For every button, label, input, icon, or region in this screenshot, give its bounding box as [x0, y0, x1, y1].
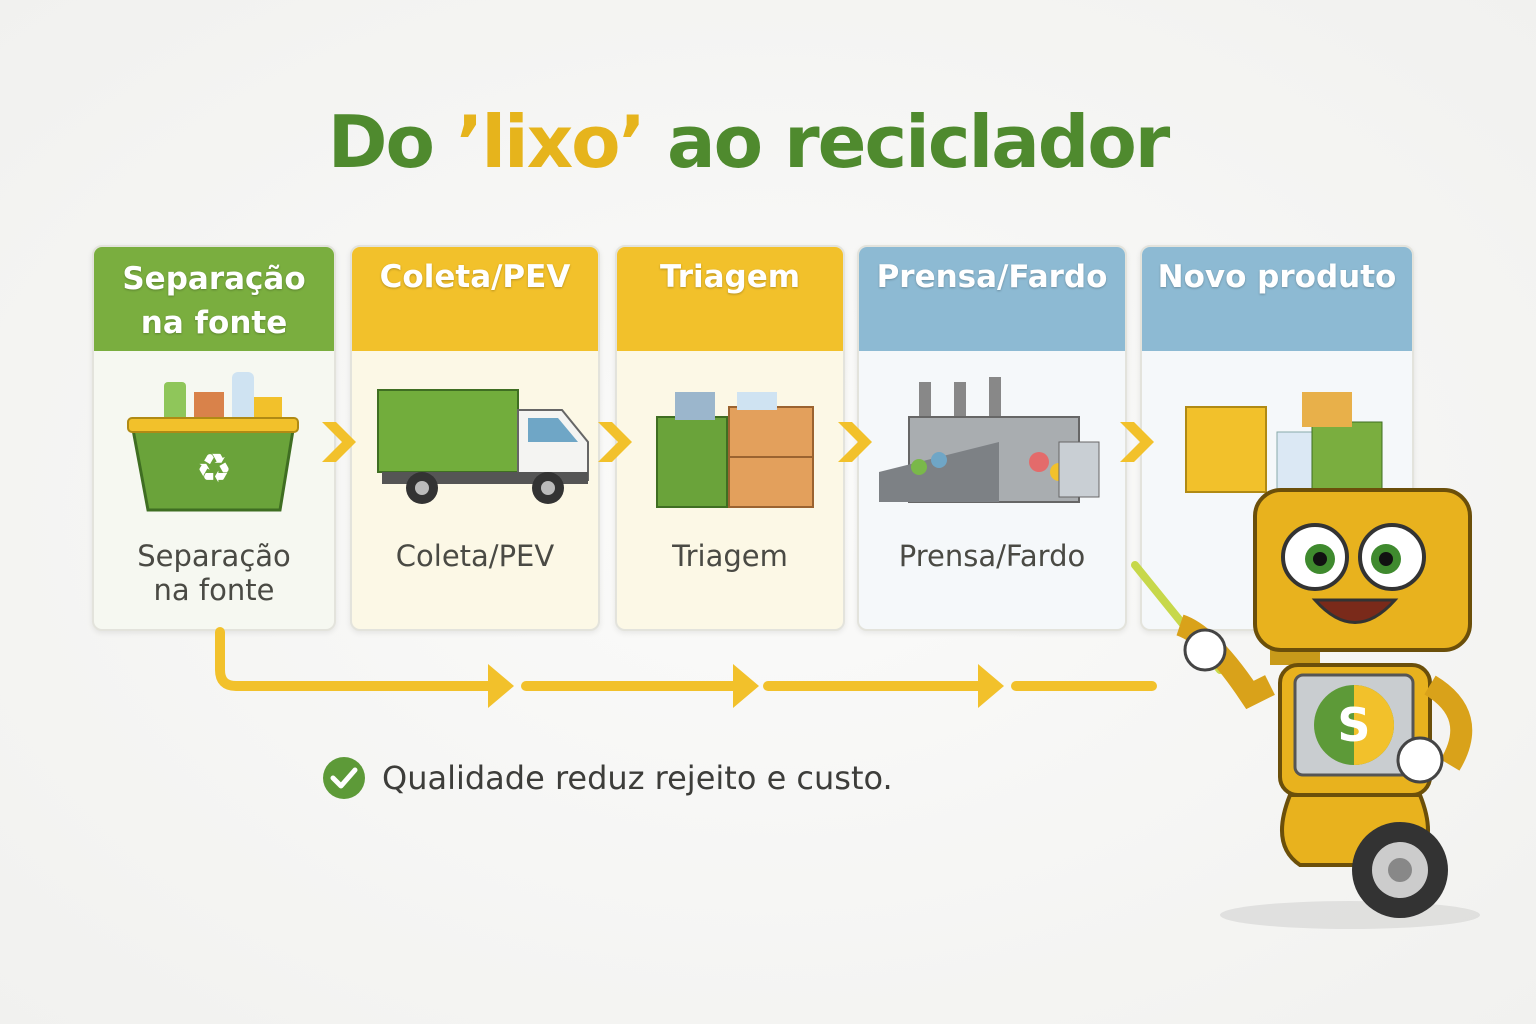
step-label: Prensa/Fardo	[898, 539, 1086, 573]
sorting-icon	[656, 392, 814, 508]
step-card-coleta: Coleta/PEV Coleta/PEV	[350, 245, 600, 631]
chevron-right-icon	[322, 422, 356, 462]
chevron-right-icon	[1120, 422, 1154, 462]
step-card-separacao: Separação na fonte ♻ Separação na fonte	[92, 245, 336, 631]
step-label: Separação na fonte	[137, 539, 291, 607]
svg-text:♻: ♻	[196, 446, 232, 492]
title-highlight: ’lixo’	[455, 100, 646, 184]
factory-icon	[879, 377, 1100, 503]
step-card-prensa: Prensa/Fardo Prensa/Fardo	[857, 245, 1127, 631]
recycling-bin-icon: ♻	[127, 372, 299, 512]
step-card-triagem: Triagem Triagem	[615, 245, 845, 631]
products-icon	[1185, 392, 1383, 493]
check-circle-icon	[323, 757, 365, 799]
step-header: Coleta/PEV	[352, 247, 598, 351]
step-header: Prensa/Fardo	[859, 247, 1125, 351]
step-label: Triagem	[672, 539, 788, 573]
step-label: Coleta/PEV	[395, 539, 555, 573]
step-header: Novo produto	[1142, 247, 1412, 351]
note-text: Qualidade reduz rejeito e custo.	[382, 759, 893, 797]
title-part: Do	[327, 100, 456, 184]
step-header: Separação na fonte	[94, 247, 334, 351]
chevron-right-icon	[838, 422, 872, 462]
chevron-right-icon	[598, 422, 632, 462]
title-part: ao reciclador	[643, 100, 1170, 184]
step-header: Triagem	[617, 247, 843, 351]
note: Qualidade reduz rejeito e custo.	[322, 756, 893, 800]
robot-badge: S	[1337, 698, 1370, 752]
truck-icon	[377, 389, 589, 504]
page-title: Do ’lixo’ ao reciclador	[0, 100, 1496, 184]
robot-mascot-icon: S	[1131, 488, 1480, 929]
